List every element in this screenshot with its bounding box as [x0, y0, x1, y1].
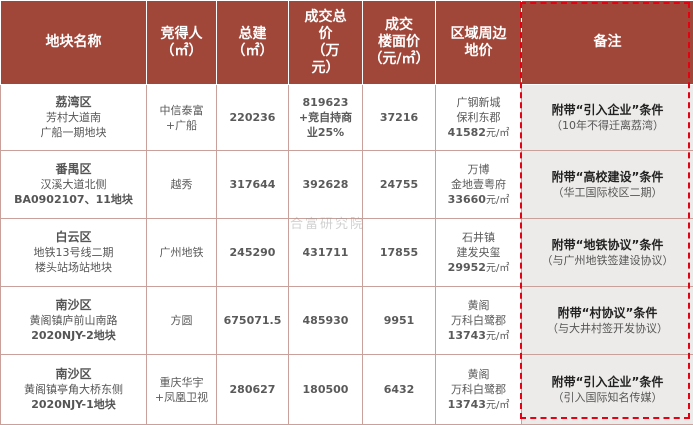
total-price-cell: 392628 — [289, 151, 363, 219]
total-price-cell: 485930 — [289, 287, 363, 355]
gfa-cell: 245290 — [217, 219, 289, 287]
header-winner: 竞得人（㎡） — [147, 1, 217, 85]
note-cell: 附带“高校建设”条件（华工国际校区二期） — [522, 151, 693, 219]
header-row: 地块名称 竞得人（㎡） 总建（㎡） 成交总价（万元） 成交楼面价（元/㎡） 区域… — [1, 1, 693, 85]
floor-price-cell: 37216 — [363, 85, 436, 151]
header-total-price: 成交总价（万元） — [289, 1, 363, 85]
gfa-cell: 675071.5 — [217, 287, 289, 355]
total-price-cell: 819623+竞自持商业25% — [289, 85, 363, 151]
winner-cell: 方圆 — [147, 287, 217, 355]
total-price-cell: 180500 — [289, 355, 363, 425]
floor-price-cell: 17855 — [363, 219, 436, 287]
watermark: 合富研究院 — [290, 213, 365, 232]
header-note: 备注 — [522, 1, 693, 85]
gfa-cell: 280627 — [217, 355, 289, 425]
note-cell: 附带“村协议”条件（与大井村签开发协议） — [522, 287, 693, 355]
gfa-cell: 317644 — [217, 151, 289, 219]
header-plot-name: 地块名称 — [1, 1, 147, 85]
floor-price-cell: 9951 — [363, 287, 436, 355]
plot-cell: 白云区地铁13号线二期楼头站场站地块 — [1, 219, 147, 287]
winner-cell: 广州地铁 — [147, 219, 217, 287]
note-cell: 附带“引入企业”条件（10年不得迁离荔湾） — [522, 85, 693, 151]
header-gfa: 总建（㎡） — [217, 1, 289, 85]
floor-price-cell: 24755 — [363, 151, 436, 219]
gfa-cell: 220236 — [217, 85, 289, 151]
winner-cell: 越秀 — [147, 151, 217, 219]
note-cell: 附带“地铁协议”条件（与广州地铁签建设协议） — [522, 219, 693, 287]
winner-cell: 中信泰富+广船 — [147, 85, 217, 151]
header-area-price: 区域周边地价 — [436, 1, 522, 85]
header-floor-price: 成交楼面价（元/㎡） — [363, 1, 436, 85]
winner-cell: 重庆华宇+凤凰卫视 — [147, 355, 217, 425]
table-row: 荔湾区芳村大道南广船一期地块 中信泰富+广船 220236 819623+竞自持… — [1, 85, 693, 151]
floor-price-cell: 6432 — [363, 355, 436, 425]
plot-cell: 荔湾区芳村大道南广船一期地块 — [1, 85, 147, 151]
note-cell: 附带“引入企业”条件（引入国际知名传媒） — [522, 355, 693, 425]
